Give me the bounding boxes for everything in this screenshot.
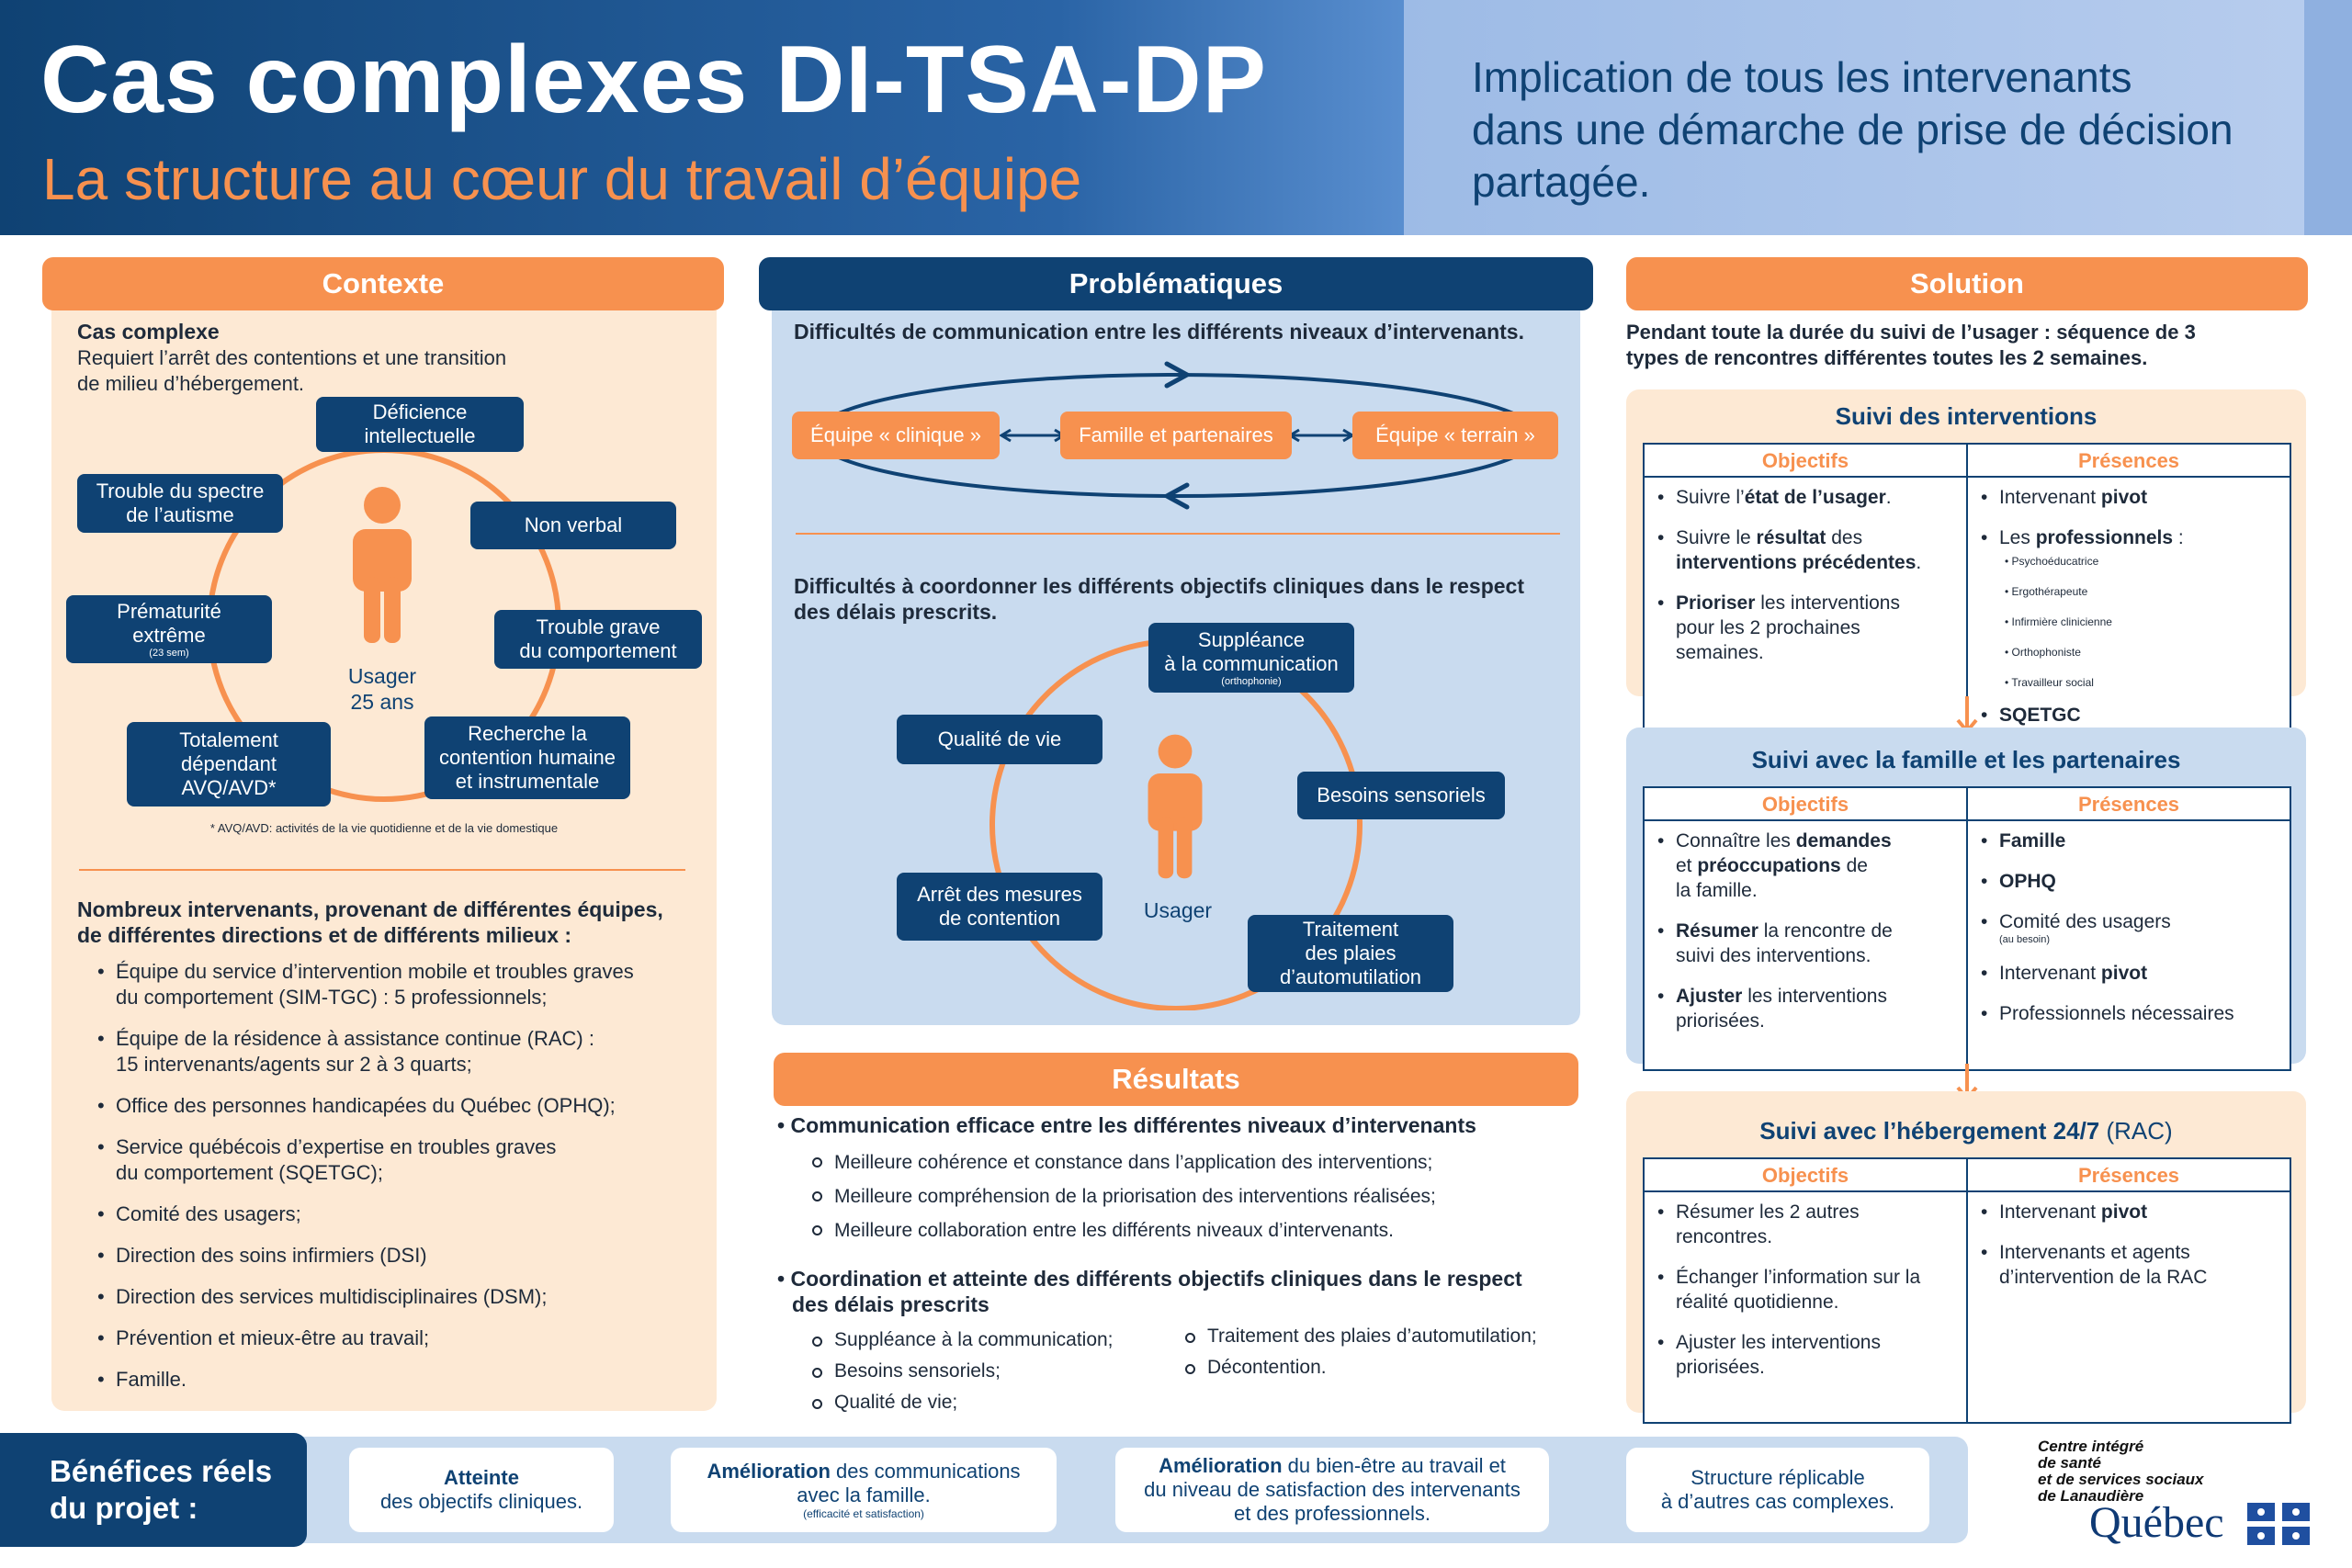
list-item: Professionnels nécessaires [1977, 1001, 2284, 1026]
list-item: Décontention. [1182, 1352, 1586, 1383]
list-item: Prévention et mieux-être au travail; [94, 1325, 700, 1351]
person-icon [1148, 734, 1203, 879]
problem-cycle-svg [989, 638, 1363, 1010]
list-item: Suivre l’état de l’usager. [1654, 485, 1961, 510]
list-item: Intervenant pivot [1977, 485, 2284, 510]
contexte-usager-label: Usager 25 ans [347, 664, 417, 714]
list-item: Direction des services multidisciplinair… [94, 1284, 700, 1310]
person-icon [353, 487, 412, 643]
solution-header: Solution [1626, 257, 2308, 310]
problematiques-header: Problématiques [759, 257, 1593, 310]
banner-right [1404, 0, 2352, 235]
contexte-footnote: * AVQ/AVD: activités de la vie quotidien… [209, 821, 559, 835]
contexte-header: Contexte [42, 257, 724, 310]
list-item: Besoins sensoriels; [808, 1356, 1176, 1387]
resultat-2-list-left: Suppléance à la communication; Besoins s… [808, 1325, 1176, 1418]
banner-edge [2304, 0, 2352, 235]
resultat-2: • Coordination et atteinte des différent… [777, 1267, 1522, 1316]
suivi-famille-title: Suivi avec la famille et les partenaires [1751, 746, 2181, 773]
node-qualite-vie: Qualité de vie [897, 715, 1102, 764]
list-item: Direction des soins infirmiers (DSI) [94, 1243, 700, 1269]
list-item: Intervenant pivot [1977, 961, 2284, 986]
problem-1: Difficultés de communication entre les d… [794, 320, 1524, 344]
solution-intro: Pendant toute la durée du suivi de l’usa… [1626, 321, 2196, 369]
list-item: Les professionnels : [1977, 525, 2284, 550]
list-item: Comité des usagers(au besoin) [1977, 909, 2284, 945]
list-item: Service québécois d’expertise en trouble… [94, 1134, 700, 1186]
list-item: Équipe de la résidence à assistance cont… [94, 1026, 700, 1077]
resultat-1-list: Meilleure cohérence et constance dans l’… [808, 1145, 1562, 1247]
case-text: Requiert l’arrêt des contentions et une … [77, 346, 507, 395]
quebec-wordmark: Québec [2089, 1498, 2224, 1547]
problem-divider [796, 533, 1560, 535]
problem-2: Difficultés à coordonner les différents … [794, 574, 1524, 624]
banner-tagline: Implication de tous les intervenants dan… [1472, 53, 2233, 206]
list-item: OPHQ [1977, 869, 2284, 894]
list-item: Suppléance à la communication; [808, 1325, 1176, 1356]
list-item: SQETGC [1977, 703, 2284, 728]
list-item: Office des personnes handicapées du Québ… [94, 1093, 700, 1119]
list-item: Intervenant pivot [1977, 1200, 2284, 1224]
list-item: Traitement des plaies d’automutilation; [1182, 1321, 1586, 1352]
intervenants-list: Équipe du service d’intervention mobile … [94, 959, 700, 1393]
node-besoins-sensoriels: Besoins sensoriels [1297, 772, 1505, 819]
flow-equipe-clinique: Équipe « clinique » [792, 412, 1000, 459]
resultat-1: • Communication efficace entre les diffé… [777, 1113, 1476, 1137]
quebec-flag-icon [2247, 1503, 2310, 1545]
page-title: Cas complexes DI-TSA-DP [40, 27, 1267, 133]
page-subtitle: La structure au cœur du travail d’équipe [42, 146, 1082, 212]
intervenants-title: Nombreux intervenants, provenant de diff… [77, 897, 663, 947]
suivi-interventions-title: Suivi des interventions [1835, 402, 2098, 430]
professionnels-sublist: Psychoéducatrice Ergothérapeute Infirmiè… [1977, 554, 2284, 690]
list-item: Meilleure cohérence et constance dans l’… [808, 1145, 1562, 1179]
list-item: Famille. [94, 1367, 700, 1393]
suivi-hebergement-title: Suivi avec l’hébergement 24/7 (RAC) [1759, 1117, 2173, 1145]
list-item: Équipe du service d’intervention mobile … [94, 959, 700, 1010]
list-item: Famille [1977, 829, 2284, 853]
contexte-divider [79, 869, 685, 871]
resultat-2-list-right: Traitement des plaies d’automutilation; … [1182, 1321, 1586, 1383]
list-item: Meilleure compréhension de la priorisati… [808, 1179, 1562, 1213]
benefices-title-box: Bénéfices réels du projet : [0, 1433, 307, 1547]
list-item: Qualité de vie; [808, 1387, 1176, 1418]
problem-usager-label: Usager [1143, 898, 1213, 922]
list-item: Meilleure collaboration entre les différ… [808, 1213, 1562, 1247]
node-non-verbal: Non verbal [470, 502, 676, 549]
flow-famille-partenaires: Famille et partenaires [1060, 412, 1292, 459]
flow-equipe-terrain: Équipe « terrain » [1352, 412, 1558, 459]
case-title: Cas complexe [77, 320, 220, 344]
list-item: Comité des usagers; [94, 1201, 700, 1227]
resultats-header: Résultats [774, 1053, 1578, 1106]
